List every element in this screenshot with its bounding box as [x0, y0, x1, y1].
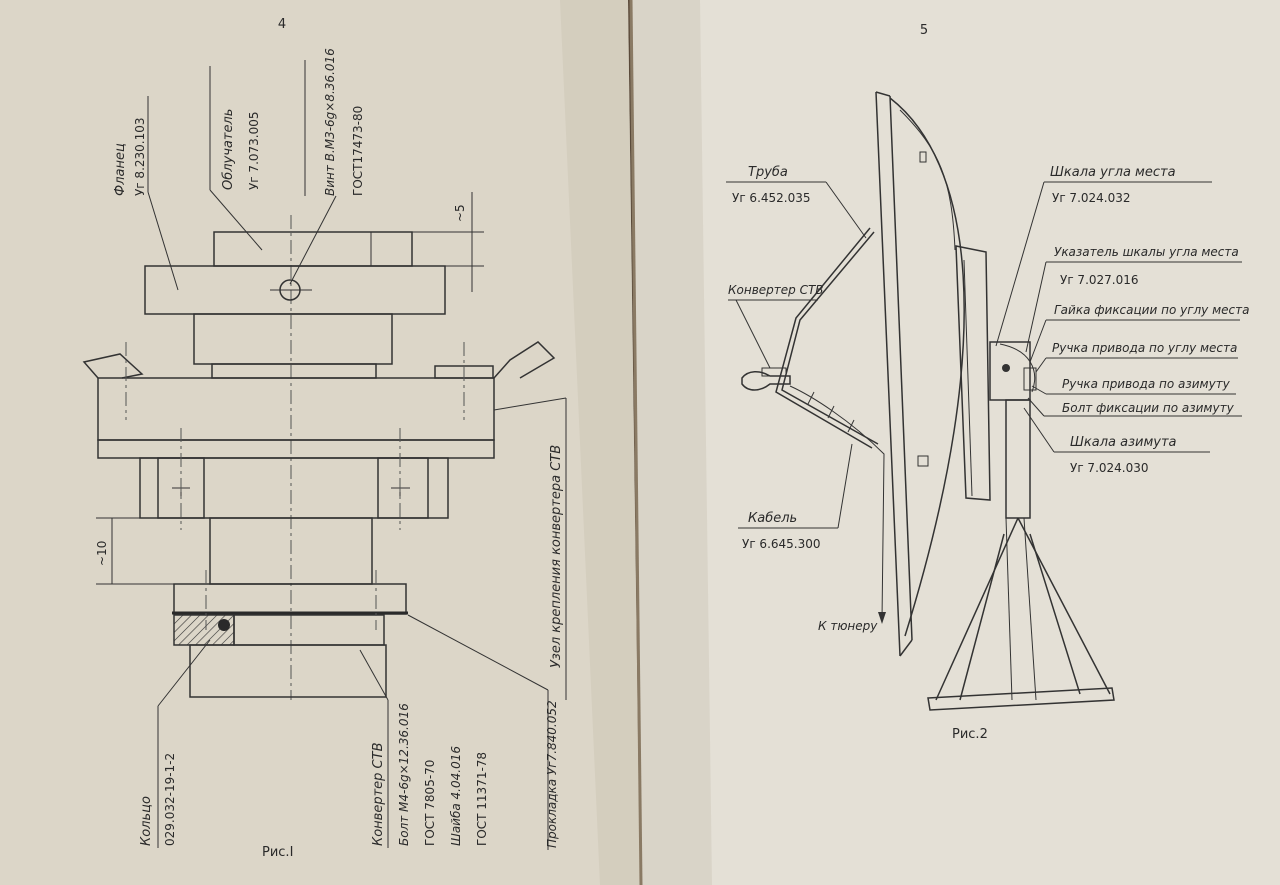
left-page: [0, 0, 640, 885]
ring-label: Кольцо: [139, 796, 154, 846]
flange-label: Фланец: [113, 143, 128, 196]
converter-ctb-label: Конвертер СТВ: [728, 283, 824, 297]
figure-2-leaders: [726, 181, 1242, 529]
bolt-label: Болт М4-6g×12.36.016: [397, 703, 411, 846]
figure-2-drawing: [741, 91, 1115, 711]
azimuth-bolt-label: Болт фиксации по азимуту: [1062, 401, 1235, 415]
elevation-pointer-code: Уг 7.027.016: [1060, 273, 1139, 287]
book-spine: [629, 0, 643, 885]
converter-label: Конвертер СТВ: [371, 742, 386, 846]
cable-code: Уг 6.645.300: [742, 537, 821, 551]
figure-2-caption: Рис.2: [952, 727, 988, 742]
figure-1-leaders: [147, 60, 567, 850]
left-page-number: 4: [278, 17, 286, 32]
bolt-standard: ГОСТ 7805-70: [423, 760, 437, 846]
right-page-number: 5: [920, 23, 928, 38]
azimuth-handle-label: Ручка привода по азимуту: [1062, 377, 1231, 391]
screw-standard: ГОСТ17473-80: [351, 106, 365, 196]
figure-1-drawing: [82, 192, 556, 700]
elevation-scale-code: Уг 7.024.032: [1052, 191, 1131, 205]
washer-standard: ГОСТ 11371-78: [475, 752, 489, 846]
converter-mount-label: Узел крепления конвертера СТВ: [549, 445, 564, 668]
washer-label: Шайба 4.04.016: [449, 746, 463, 846]
dimension-top: ~5: [453, 204, 467, 222]
gasket-label: Прокладка Уг7.840.052: [545, 700, 559, 848]
elevation-scale-label: Шкала угла места: [1050, 165, 1176, 180]
dimension-side: ~10: [95, 541, 109, 566]
feed-label: Облучатель: [221, 109, 236, 190]
right-page: [630, 0, 1280, 885]
to-tuner-label: К тюнеру: [818, 619, 878, 633]
screw-label: Винт В.М3-6g×8.36.016: [323, 48, 337, 196]
ring-code: 029.032-19-1-2: [163, 753, 177, 846]
pipe-label: Труба: [748, 165, 788, 180]
azimuth-scale-label: Шкала азимута: [1070, 435, 1177, 450]
cable-label: Кабель: [748, 511, 797, 526]
pipe-code: Уг 6.452.035: [732, 191, 811, 205]
flange-code: Уг 8.230.103: [133, 117, 147, 196]
elevation-nut-label: Гайка фиксации по углу места: [1054, 303, 1249, 317]
elevation-pointer-label: Указатель шкалы угла места: [1054, 245, 1239, 259]
azimuth-scale-code: Уг 7.024.030: [1070, 461, 1149, 475]
elevation-handle-label: Ручка привода по углу места: [1052, 341, 1237, 355]
feed-code: Уг 7.073.005: [247, 111, 261, 190]
figure-1-caption: Рис.I: [262, 845, 293, 860]
